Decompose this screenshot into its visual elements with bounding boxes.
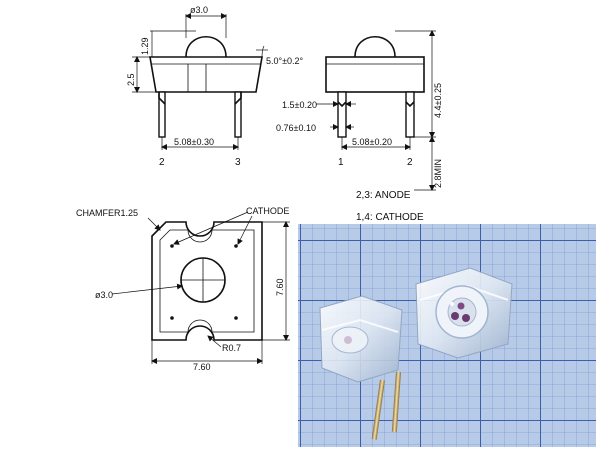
side-lead-left <box>337 91 347 138</box>
side-pitch-dim: 5.08±0.20 <box>352 137 392 147</box>
top-width-dim: 7.60 <box>193 362 211 372</box>
side-height-dim: 4.4±0.25 <box>433 83 443 118</box>
top-marker-dot <box>170 316 174 320</box>
front-pin-right: 3 <box>235 157 241 168</box>
top-radius-label: R0.7 <box>222 343 241 353</box>
top-dia-label: ø3.0 <box>95 290 113 300</box>
side-lead-right <box>405 91 415 138</box>
front-view: ø3.0 1.29 2.5 5.0°±0.2° 5.08±0.30 2 3 <box>126 5 304 168</box>
front-dia-dim: ø3.0 <box>190 5 208 15</box>
top-height-dim: 7.60 <box>275 278 285 296</box>
side-lead-min-dim: 2.8MIN <box>433 159 443 188</box>
front-body-height-dim: 2.5 <box>126 73 136 86</box>
led-right <box>415 267 513 359</box>
top-marker-dot <box>234 244 238 248</box>
side-pin-left: 1 <box>338 157 344 168</box>
top-view: CHAMFER1.25 CATHODE ø3.0 R0.7 7.60 7.60 <box>76 206 290 372</box>
front-dome <box>185 35 227 58</box>
side-dome <box>354 35 396 58</box>
side-lead-width-dim: 1.5±0.20 <box>282 100 317 110</box>
led-left <box>319 295 403 440</box>
top-cathode-label: CATHODE <box>246 206 289 216</box>
front-angle-dim: 5.0°±0.2° <box>266 56 304 66</box>
side-body <box>325 56 425 93</box>
side-lead-thick-dim: 0.76±0.10 <box>276 123 316 133</box>
top-body <box>151 221 263 341</box>
pinout-cathode: 1,4: CATHODE <box>356 212 424 223</box>
top-marker-dot <box>170 244 174 248</box>
product-photo <box>298 224 596 447</box>
top-marker-dot <box>234 316 238 320</box>
side-view: 4.4±0.25 1.5±0.20 0.76±0.10 5.08±0.20 2.… <box>276 30 443 191</box>
top-chamfer-label: CHAMFER1.25 <box>76 208 138 218</box>
side-pin-right: 2 <box>407 157 413 168</box>
front-dome-height-dim: 1.29 <box>140 37 150 55</box>
front-pitch-dim: 5.08±0.30 <box>174 137 214 147</box>
front-pin-left: 2 <box>159 157 165 168</box>
pinout-anode: 2,3: ANODE <box>356 190 411 201</box>
